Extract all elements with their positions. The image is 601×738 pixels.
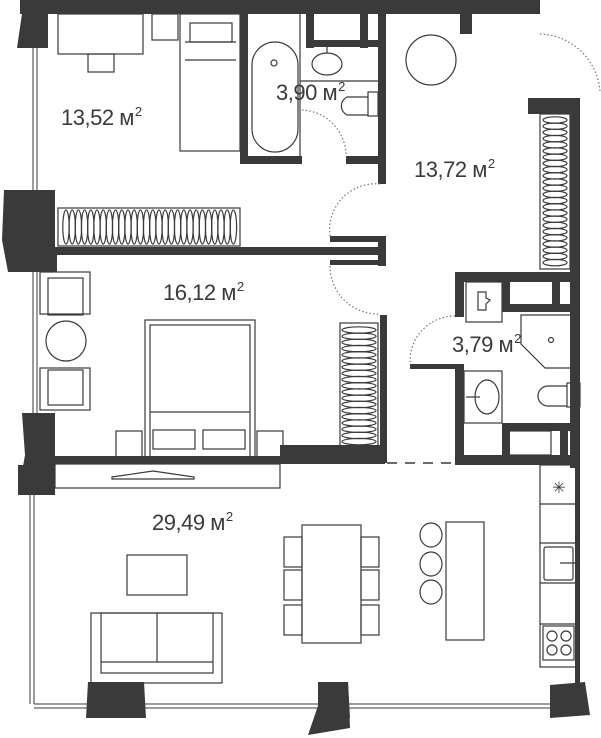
furniture-bedroom-main [39,271,379,489]
round-table [405,34,457,86]
fridge-icon: ✳ [552,478,565,497]
furniture-living: ✳ [90,464,578,684]
coffee-table [126,554,188,596]
dining-table [301,524,362,644]
room-area-bedroom-main: 16,12 м2 [163,279,244,305]
furniture-hallway [405,34,571,270]
desk [57,13,144,55]
furniture-bathroom-2 [463,281,581,456]
bathtub [251,41,299,153]
room-area-bathroom-1: 3,90 м2 [276,79,345,105]
side-table [45,320,87,362]
washing-machine [465,281,503,323]
tv-stand [54,463,281,489]
chair [87,53,115,73]
radiator [57,207,241,247]
armchair-top [39,271,91,315]
kitchen-counter [539,464,578,668]
nightstand-right [256,430,284,458]
doors [301,33,601,464]
room-area-bedroom-small: 13,52 м2 [61,104,142,130]
kitchen-island [445,521,485,641]
shower [520,314,579,369]
single-bed [179,13,241,152]
room-area-bathroom-2: 3,79 м2 [452,331,521,357]
radiator-bedroom [339,322,379,447]
radiator-hall [539,113,571,270]
double-bed [144,319,256,458]
wall-corner [18,465,55,495]
sink [311,52,343,76]
stove [542,625,575,661]
armchair-bottom [39,367,91,411]
sink-2 [463,370,503,424]
toilet [340,96,368,116]
toilet-2 [537,385,567,407]
nightstand-left [115,430,143,458]
room-area-living-kitchen: 29,49 м2 [152,509,233,535]
radiator-coils-1 [62,209,238,245]
furniture-bedroom-small [57,13,241,247]
walls [2,0,590,735]
room-area-hallway: 13,72 м2 [414,156,495,182]
nightstand [151,13,179,41]
tv [111,470,195,480]
furniture-bathroom-1 [251,14,379,156]
radiator-coils-3 [341,326,377,446]
radiator-coils-2 [542,116,568,267]
